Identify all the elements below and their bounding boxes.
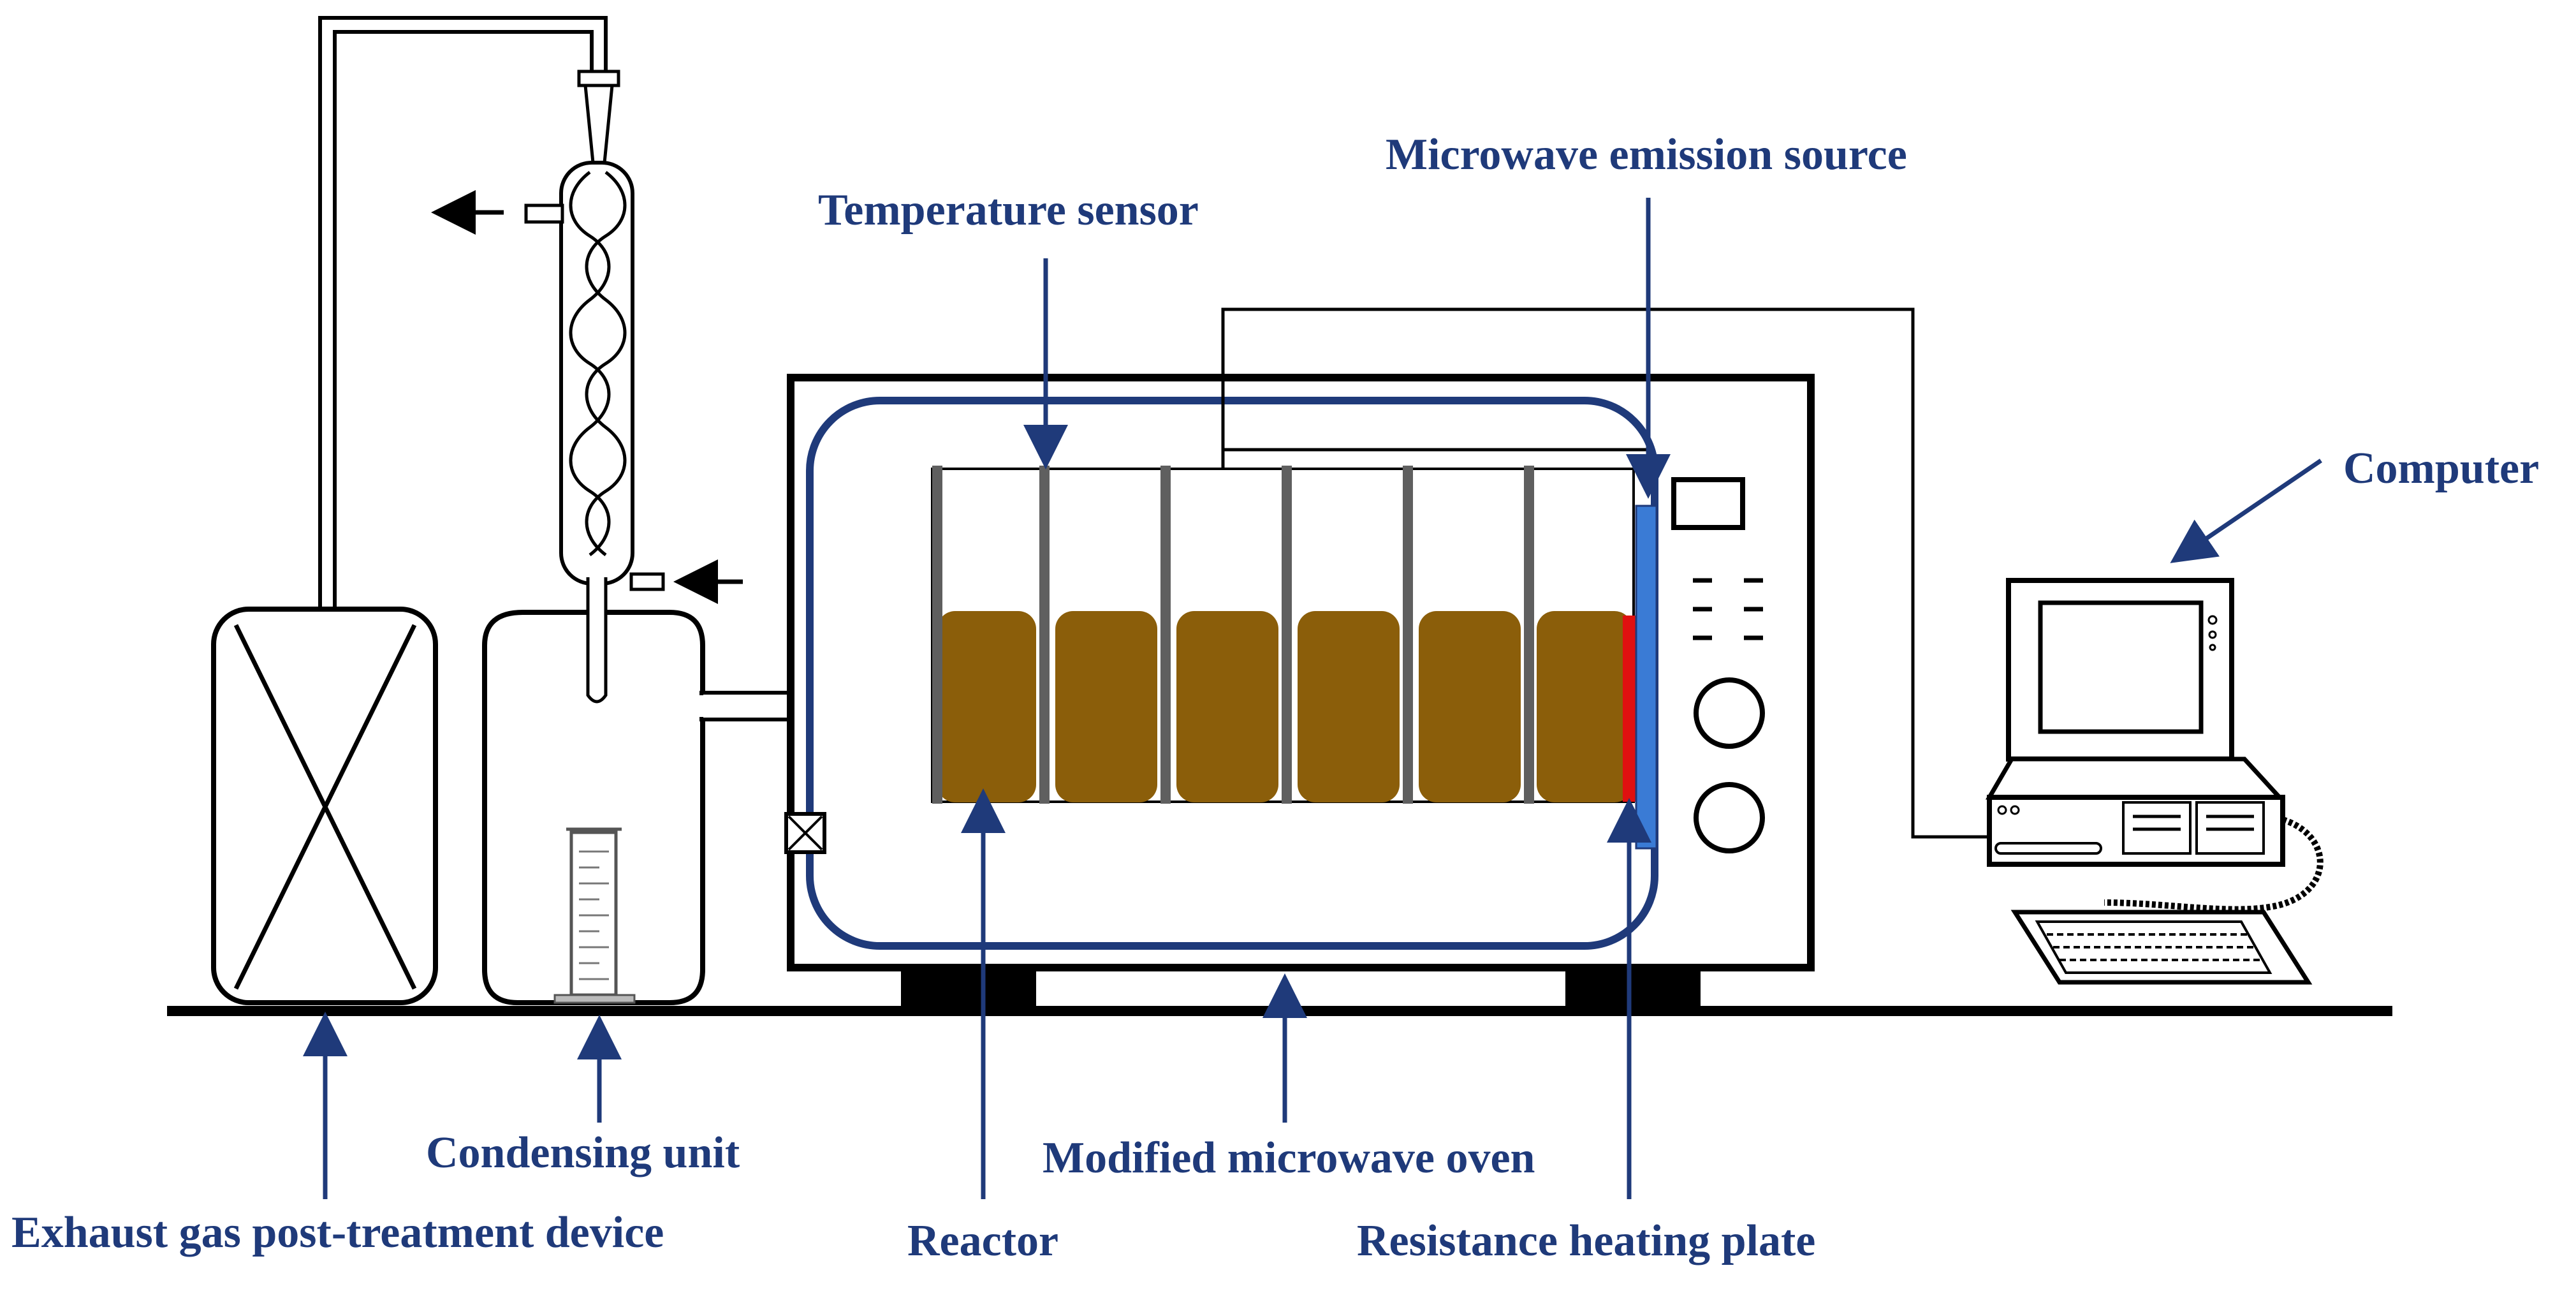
pointer-computer xyxy=(2170,459,2322,563)
oven-knob xyxy=(1694,782,1765,853)
label-condensing-unit: Condensing unit xyxy=(426,1128,740,1177)
label-modified-microwave-oven: Modified microwave oven xyxy=(1043,1133,1535,1183)
valve-icon xyxy=(784,812,826,854)
exhaust-pipe xyxy=(318,16,608,609)
computer xyxy=(1985,578,2324,985)
oven-display xyxy=(1671,477,1745,530)
condenser-column xyxy=(524,70,665,704)
label-microwave-emission-source: Microwave emission source xyxy=(1386,130,1907,179)
label-computer: Computer xyxy=(2343,444,2539,493)
floor-line xyxy=(167,1006,2392,1016)
graduated-cylinder-icon xyxy=(553,827,636,1004)
oven-knob xyxy=(1694,677,1765,749)
exhaust-gas-device xyxy=(211,607,438,1005)
label-exhaust-gas-device: Exhaust gas post-treatment device xyxy=(11,1208,664,1257)
label-reactor: Reactor xyxy=(907,1216,1058,1265)
label-resistance-heating-plate: Resistance heating plate xyxy=(1357,1216,1815,1265)
label-temperature-sensor: Temperature sensor xyxy=(818,186,1199,235)
reactor xyxy=(931,466,1635,804)
microwave-emission-source xyxy=(1635,505,1658,850)
